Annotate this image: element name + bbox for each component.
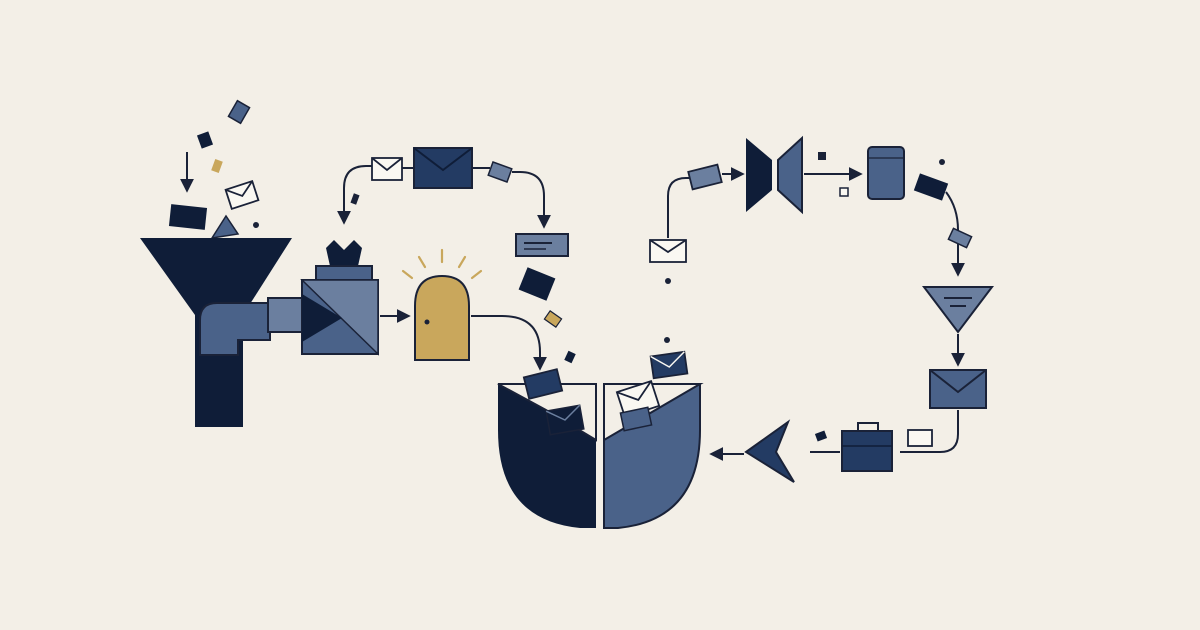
arrow-icon bbox=[744, 419, 795, 483]
bowl-envelope-icon bbox=[522, 310, 689, 436]
small-envelope-icon bbox=[371, 157, 403, 181]
right-loop bbox=[649, 135, 995, 483]
falling-envelope-icon bbox=[224, 180, 260, 210]
falling-items bbox=[168, 99, 260, 239]
valve-icon bbox=[746, 135, 803, 215]
device-icon bbox=[867, 146, 905, 200]
funnel-icon bbox=[140, 238, 330, 427]
gate-icon bbox=[401, 248, 483, 361]
loop-start-envelope-icon bbox=[649, 239, 687, 263]
bowl-icon bbox=[497, 310, 704, 529]
large-envelope-icon bbox=[413, 147, 473, 189]
right-envelope-icon bbox=[929, 369, 987, 409]
briefcase-icon bbox=[841, 422, 893, 472]
document-icon bbox=[515, 233, 569, 257]
filter-icon bbox=[921, 286, 995, 334]
top-left-loop bbox=[337, 147, 569, 301]
connector-gate-to-bowl bbox=[471, 315, 547, 371]
sorter-box-icon bbox=[300, 240, 379, 356]
